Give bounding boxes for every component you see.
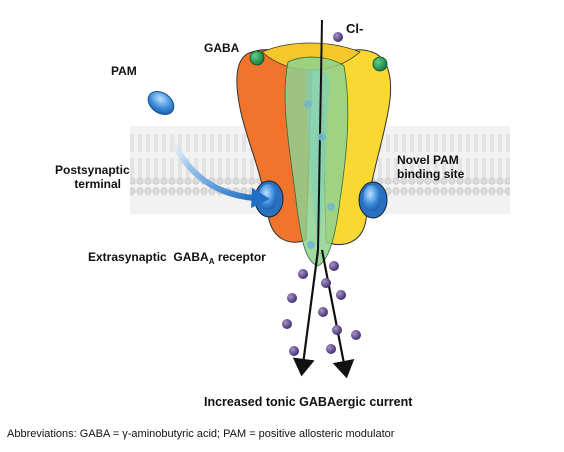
chloride-ion	[298, 269, 308, 279]
novel-pam-label: Novel PAM binding site	[397, 153, 464, 181]
postsynaptic-line1: Postsynaptic	[55, 163, 130, 177]
pam-label: PAM	[111, 64, 137, 78]
novel-pam-line1: Novel PAM	[397, 153, 459, 167]
chloride-ion	[304, 100, 312, 108]
chloride-ions	[282, 32, 361, 356]
gaba-a-receptor	[236, 42, 392, 267]
chloride-ion	[333, 32, 343, 42]
pam-arrow	[165, 123, 257, 201]
abbreviations-footnote: Abbreviations: GABA = γ-aminobutyric aci…	[7, 428, 395, 440]
chloride-ion	[321, 278, 331, 288]
chloride-ion	[327, 203, 335, 211]
chloride-ion	[307, 241, 315, 249]
chloride-ion	[332, 325, 342, 335]
pam-arrow-head	[251, 188, 270, 208]
chloride-ion	[289, 346, 299, 356]
postsynaptic-label: Postsynaptic terminal	[55, 163, 130, 191]
receptor-label-tail: receptor	[214, 250, 266, 264]
receptor-label: Extrasynaptic GABAA receptor	[88, 250, 266, 266]
pam-binding-site-right	[358, 181, 388, 219]
cl-label: Cl-	[346, 21, 364, 36]
chloride-ion	[282, 319, 292, 329]
chloride-ion	[326, 344, 336, 354]
receptor-inner-channel	[306, 69, 330, 255]
postsynaptic-line2: terminal	[74, 177, 121, 191]
chloride-ion	[329, 261, 339, 271]
novel-pam-line2: binding site	[397, 167, 465, 181]
chloride-ion	[336, 290, 346, 300]
chloride-ion	[351, 330, 361, 340]
receptor-label-main: Extrasynaptic GABA	[88, 250, 209, 264]
chloride-ion	[318, 133, 326, 141]
gaba-molecule-right	[372, 56, 388, 72]
gaba-label: GABA	[204, 41, 240, 55]
pam-molecule	[147, 91, 175, 115]
chloride-ion	[318, 307, 328, 317]
receptor-label-sub: A	[208, 257, 215, 266]
chloride-ion	[287, 293, 297, 303]
current-label: Increased tonic GABAergic current	[204, 395, 413, 409]
gaba-molecule-left	[249, 50, 265, 66]
